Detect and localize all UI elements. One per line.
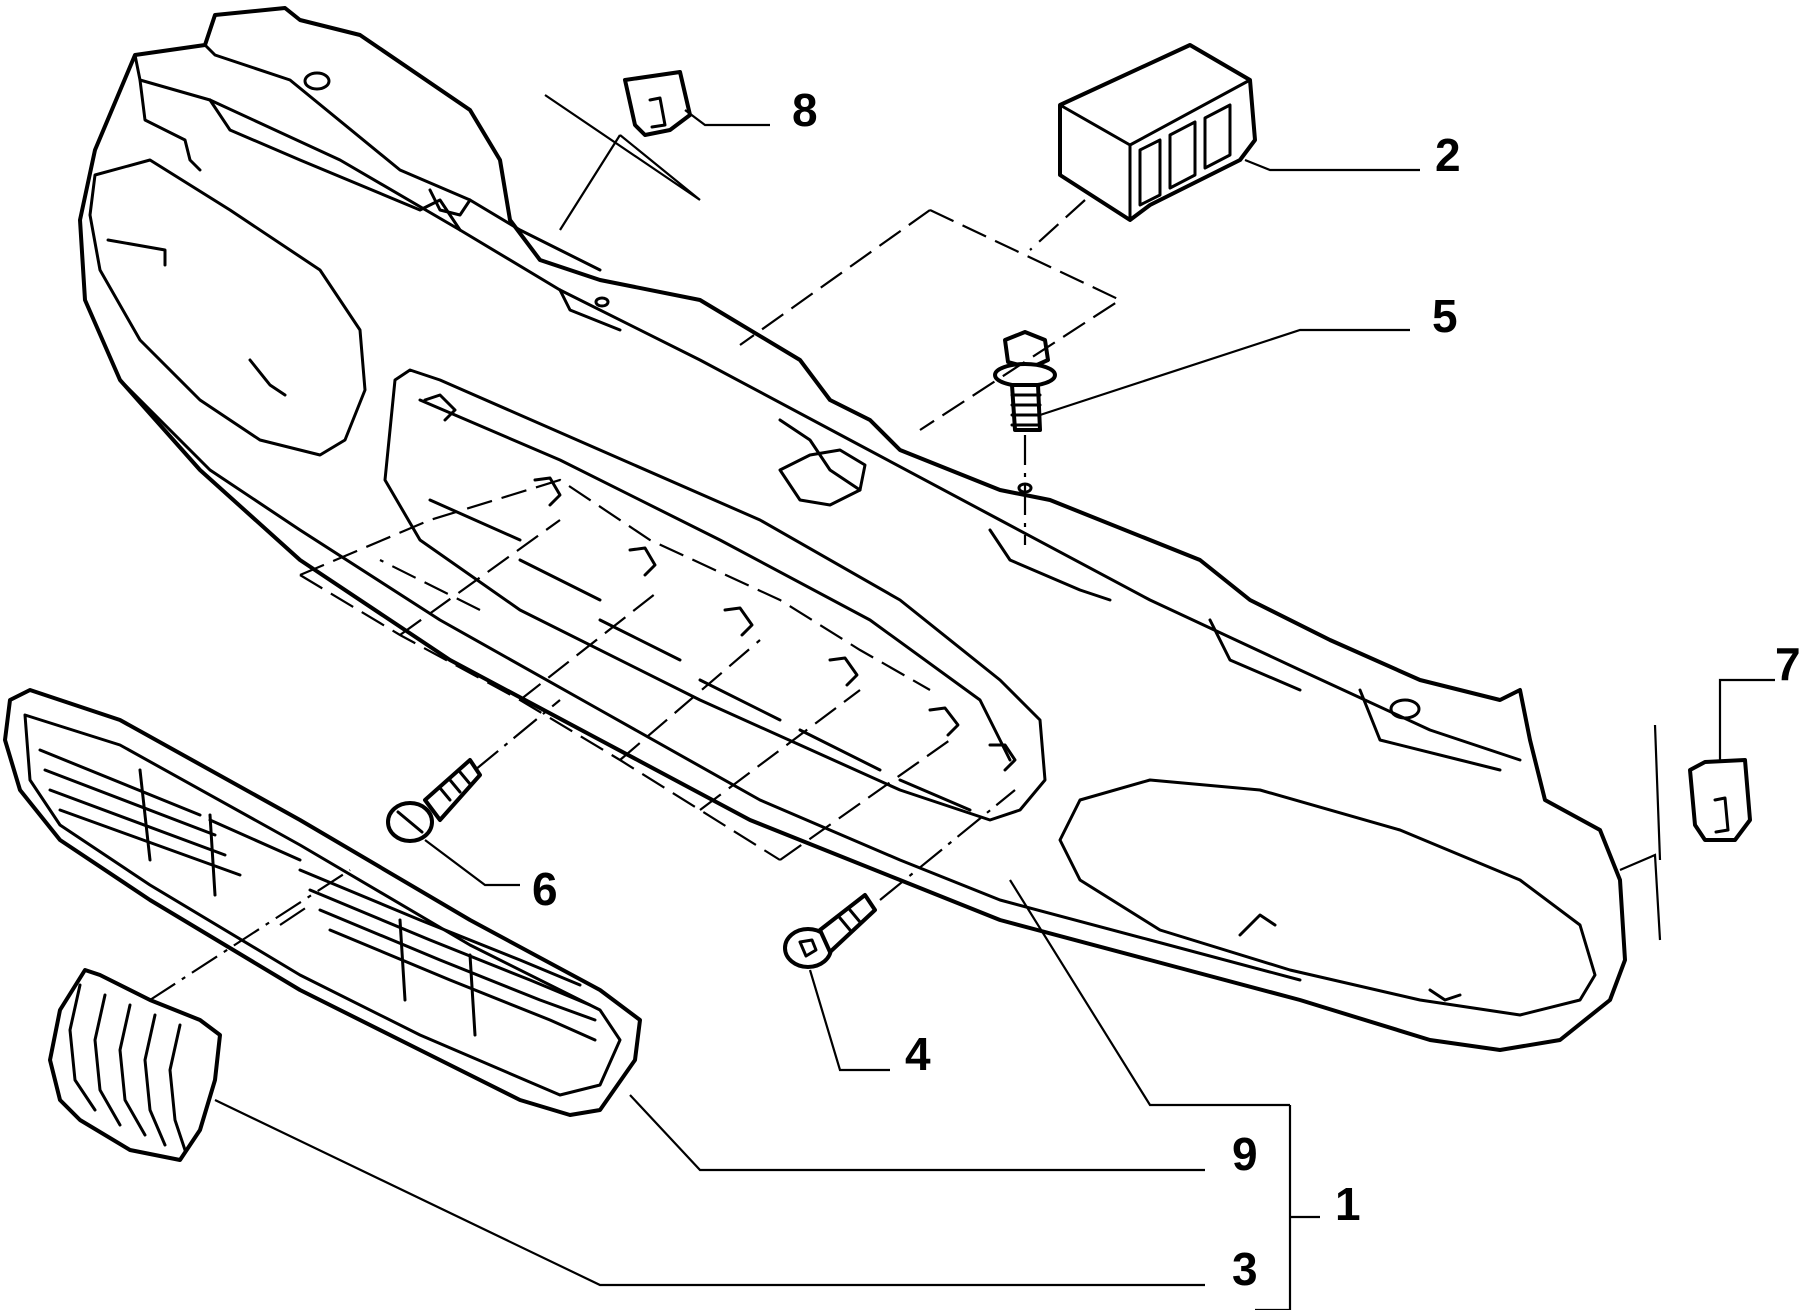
leader-8 — [684, 109, 770, 127]
slotted-screw — [386, 758, 482, 843]
leader-2 — [1244, 158, 1420, 172]
callout-9: 9 — [1232, 1128, 1258, 1180]
leader-5 — [1039, 328, 1410, 417]
leader-3 — [214, 1099, 1205, 1287]
bracket-1 — [1255, 1105, 1320, 1310]
flange-bolt — [993, 330, 1057, 432]
lower-grille-insert — [3, 688, 642, 1117]
callout-1: 1 — [1335, 1178, 1361, 1230]
callout-2: 2 — [1435, 129, 1461, 181]
leader-4 — [808, 969, 890, 1072]
callout-4: 4 — [905, 1028, 931, 1080]
leader-9b — [629, 1094, 1205, 1172]
assembly-dash-lines — [149, 94, 1662, 1001]
leader-7 — [1718, 678, 1775, 760]
clip-part-7 — [1688, 758, 1752, 842]
callout-3: 3 — [1232, 1243, 1258, 1295]
foam-block — [1058, 43, 1257, 222]
socket-screw — [783, 893, 877, 969]
leader-6 — [424, 839, 520, 887]
leader-9a — [1009, 879, 1290, 1107]
callout-6: 6 — [532, 863, 558, 915]
callout-labels: 8 2 5 7 6 4 9 1 3 — [532, 84, 1801, 1295]
leader-lines — [214, 109, 1775, 1310]
callout-5: 5 — [1432, 290, 1458, 342]
clip-part-8 — [623, 70, 692, 137]
callout-7: 7 — [1775, 638, 1801, 690]
grille-frame — [78, 6, 1627, 1052]
corrugated-sleeve — [48, 968, 222, 1162]
callout-8: 8 — [792, 84, 818, 136]
